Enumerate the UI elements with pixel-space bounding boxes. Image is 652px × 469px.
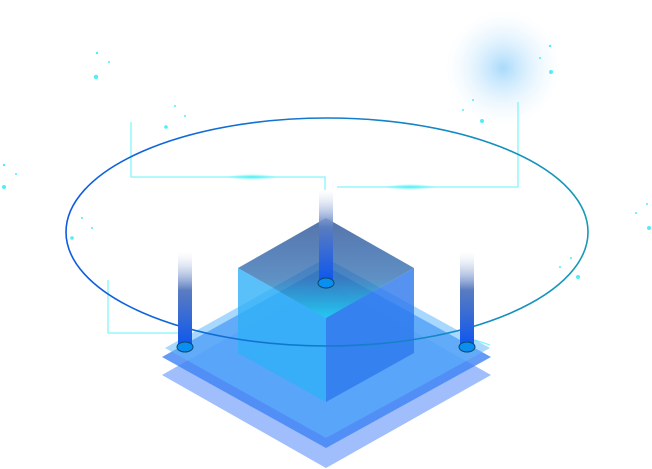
particles [2,44,651,279]
orbit-ring [65,117,589,347]
cube-left-face [238,268,326,402]
circuit-spark [384,184,436,190]
glow-orb [445,10,561,126]
cube-right-face [326,268,414,402]
pillars [176,190,476,353]
circuit-spark [226,174,278,180]
